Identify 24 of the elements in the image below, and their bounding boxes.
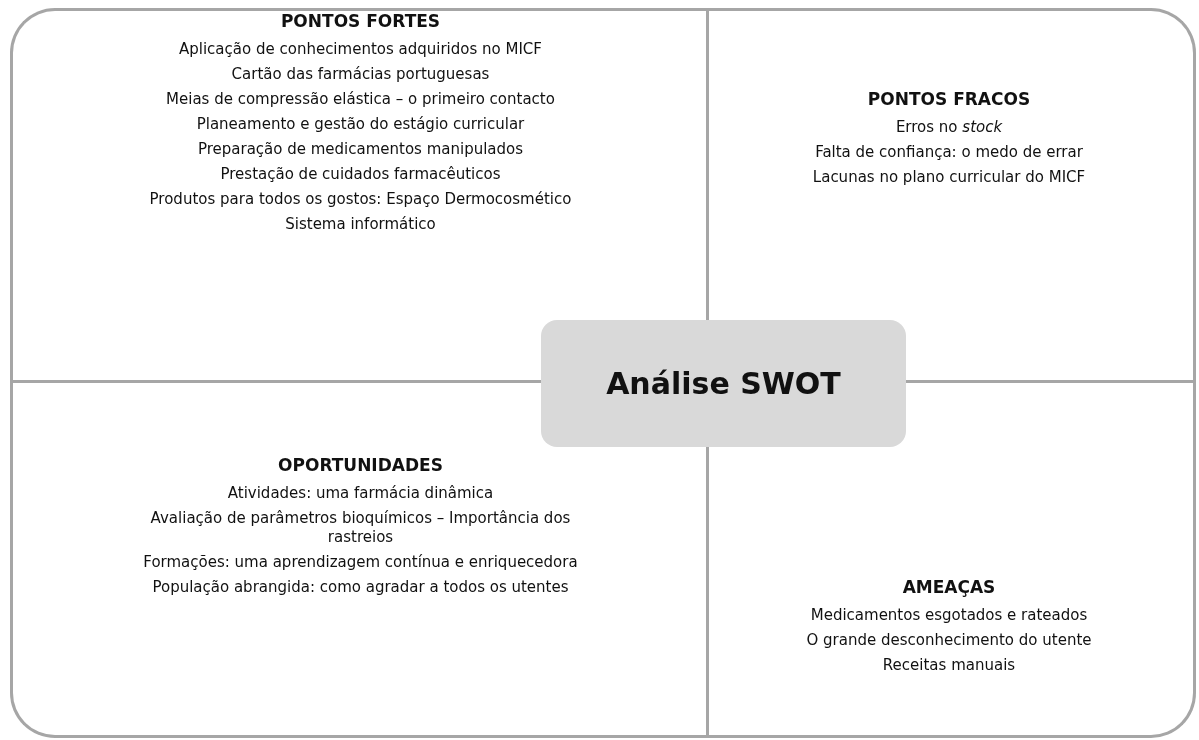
list-item: Planeamento e gestão do estágio curricular xyxy=(196,115,525,134)
list-item: Preparação de medicamentos manipulados xyxy=(197,140,524,159)
list-item: Falta de confiança: o medo de errar xyxy=(815,143,1083,162)
list-item: O grande desconhecimento do utente xyxy=(806,631,1092,650)
list-item: Sistema informático xyxy=(285,215,436,234)
list-item: Medicamentos esgotados e rateados xyxy=(810,606,1088,625)
list-item: Produtos para todos os gostos: Espaço Dermocosmético xyxy=(149,190,572,209)
list-item: Meias de compressão elástica – o primeiro contacto xyxy=(166,90,555,109)
list-item: Lacunas no plano curricular do MICF xyxy=(812,168,1086,187)
list-item: Avaliação de parâmetros bioquímicos – Importância dos rastreios xyxy=(149,509,572,547)
quadrant-heading: AMEAÇAS xyxy=(902,577,996,597)
list-item: Erros no stock xyxy=(895,118,1003,137)
list-item: Receitas manuais xyxy=(882,656,1016,675)
quadrant-heading: PONTOS FRACOS xyxy=(867,89,1031,109)
list-item: Aplicação de conhecimentos adquiridos no MICF xyxy=(179,40,542,59)
list-item: Formações: uma aprendizagem contínua e enriquecedora xyxy=(143,553,578,572)
node-label: Análise SWOT xyxy=(606,366,841,401)
quadrant-heading: PONTOS FORTES xyxy=(280,11,441,31)
title-box xyxy=(541,320,906,447)
list-item: Cartão das farmácias portuguesas xyxy=(231,65,490,84)
list-item: População abrangida: como agradar a todos os utentes xyxy=(152,578,569,597)
list-item: Prestação de cuidados farmacêuticos xyxy=(220,165,501,184)
quadrant-heading: OPORTUNIDADES xyxy=(278,455,443,475)
list-item: Atividades: uma farmácia dinâmica xyxy=(227,484,494,503)
